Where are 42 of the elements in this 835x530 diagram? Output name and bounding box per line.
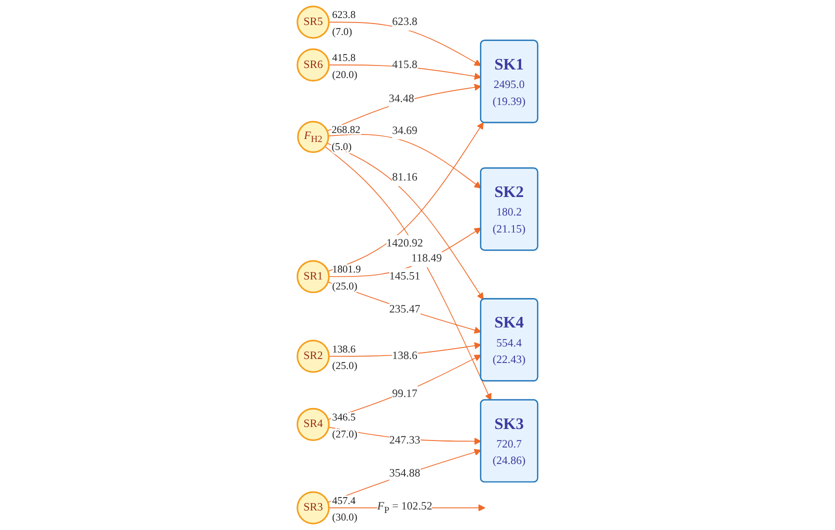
arrow [328, 122, 484, 272]
arrow [328, 354, 482, 420]
concentration-value: (25.0) [332, 361, 358, 372]
arrow [324, 146, 492, 401]
node-circle: SR6 [296, 48, 330, 82]
edge-label: F$_{P}$ = 102.52 [377, 500, 432, 516]
edge-label: 1420.92 [386, 238, 424, 250]
edge-label: 34.48 [388, 93, 414, 106]
edge-label: 354.88 [389, 468, 420, 480]
node-circle: F$_{H2}$ [297, 120, 330, 153]
flow-value: 623.8 [332, 10, 356, 22]
arrow [328, 22, 482, 66]
flow-value: 138.6 [332, 344, 356, 356]
edge-label: 81.16 [392, 172, 418, 184]
flow-value: 457.4 [332, 496, 356, 507]
arrow [328, 448, 482, 503]
edge-label: 415.8 [392, 58, 418, 71]
arrow [326, 84, 482, 132]
arrow [328, 282, 482, 334]
edge-label: 138.6 [392, 350, 418, 362]
flow-value: 415.8 [332, 52, 356, 64]
edge-label: 623.8 [392, 16, 418, 28]
flow-value: 346.5 [332, 412, 356, 424]
node-circle: SR3 [296, 491, 330, 524]
edge-label: 235.47 [389, 304, 420, 316]
edge-label: 247.33 [389, 434, 420, 447]
node-circle: SR4 [296, 408, 330, 441]
arrow [328, 134, 482, 188]
concentration-value: (20.0) [332, 70, 358, 81]
flow-value: 268.82 [332, 124, 360, 136]
flow-value: 1801.9 [332, 264, 361, 276]
arrow [326, 142, 484, 300]
edge-label: 118.49 [411, 252, 442, 265]
node-circle: SR1 [296, 260, 330, 294]
node-circle: SR5 [296, 6, 330, 39]
edge-label: 34.69 [392, 124, 418, 137]
node-circle: SR2 [296, 340, 330, 373]
edge-label: 99.17 [392, 388, 418, 400]
concentration-value: (7.0) [332, 27, 352, 38]
concentration-value: (30.0) [332, 512, 358, 524]
concentration-value: (27.0) [332, 429, 358, 440]
edge-label: 145.51 [389, 270, 420, 283]
